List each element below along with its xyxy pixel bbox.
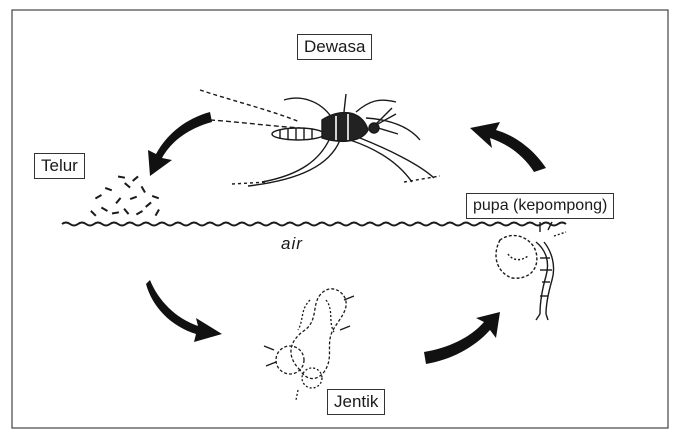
- diagram-frame: [12, 10, 668, 428]
- arrow-pupa-to-adult: [470, 122, 546, 172]
- arrow-egg-to-larva: [146, 280, 222, 342]
- label-adult: Dewasa: [297, 34, 372, 60]
- label-pupa: pupa (kepompong): [466, 193, 614, 219]
- pupa-icon: [496, 222, 566, 320]
- label-larva: Jentik: [327, 389, 385, 415]
- arrow-adult-to-egg: [148, 112, 212, 176]
- water-surface-line: [62, 223, 566, 226]
- arrow-larva-to-pupa: [424, 312, 500, 364]
- label-water: air: [281, 234, 303, 254]
- label-egg: Telur: [34, 153, 85, 179]
- eggs-icon: [90, 175, 160, 216]
- larva-icon: [264, 289, 354, 400]
- mosquito-icon: [200, 90, 440, 186]
